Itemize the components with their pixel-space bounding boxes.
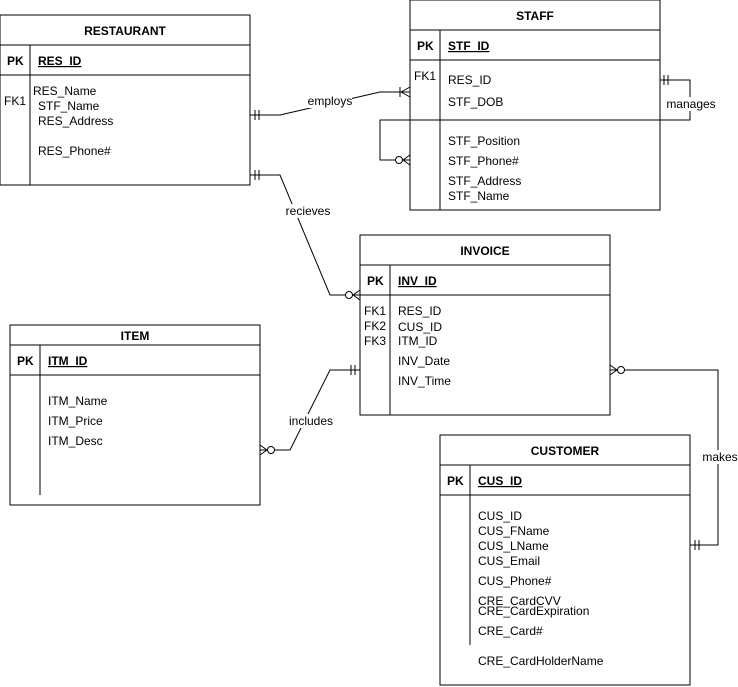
invoice-fk-label: FK1	[364, 304, 386, 318]
staff-attr: STF_Name	[448, 189, 510, 203]
makes-label: makes	[702, 450, 737, 464]
invoice-attr: ITM_ID	[398, 334, 438, 348]
item-attr: ITM_Name	[48, 394, 108, 408]
invoice-title: INVOICE	[460, 244, 509, 258]
entity-restaurant[interactable]: RESTAURANT PK RES_ID FK1 RES_Name STF_Na…	[0, 14, 251, 186]
entity-item[interactable]: ITEM PK ITM_ID ITM_Name ITM_Price ITM_De…	[9, 324, 261, 506]
item-attr: ITM_Desc	[48, 434, 103, 448]
item-pk-field: ITM_ID	[48, 354, 88, 368]
customer-pk-field: CUS_ID	[478, 474, 522, 488]
invoice-fk-label: FK2	[364, 319, 386, 333]
invoice-pk-field: INV_ID	[398, 274, 437, 288]
employs-label: employs	[308, 94, 353, 108]
relationship-makes: makes	[609, 364, 738, 550]
customer-attr: CRE_Card#	[478, 624, 543, 638]
customer-attr: CRE_CardCVV	[478, 594, 561, 608]
relationship-employs: employs	[250, 86, 411, 120]
invoice-pk-label: PK	[367, 274, 384, 288]
restaurant-attr: STF_Name	[38, 99, 100, 113]
staff-fk-label: FK1	[414, 69, 436, 83]
entity-customer[interactable]: CUSTOMER PK CUS_ID CUS_ID CUS_FName CUS_…	[439, 434, 691, 686]
customer-attr: CUS_LName	[478, 539, 549, 553]
restaurant-attr: RES_Address	[38, 114, 113, 128]
staff-attr: STF_DOB	[448, 95, 503, 109]
staff-attr: STF_Position	[448, 134, 520, 148]
customer-attr: CUS_Phone#	[478, 574, 552, 588]
customer-pk-label: PK	[447, 474, 464, 488]
restaurant-title: RESTAURANT	[84, 24, 166, 38]
restaurant-pk-field: RES_ID	[38, 54, 82, 68]
invoice-attr: INV_Date	[398, 354, 450, 368]
item-title: ITEM	[121, 329, 150, 343]
restaurant-attr: RES_Phone#	[38, 144, 111, 158]
invoice-attr: CUS_ID	[398, 320, 442, 334]
staff-attr: RES_ID	[448, 73, 492, 87]
entity-invoice[interactable]: INVOICE PK INV_ID FK1 FK2 FK3 RES_ID CUS…	[359, 234, 611, 416]
restaurant-attr: RES_Name	[33, 84, 97, 98]
customer-attr: CUS_FName	[478, 524, 550, 538]
restaurant-fk-label: FK1	[4, 94, 26, 108]
invoice-attr: INV_Time	[398, 374, 451, 388]
relationship-recieves: recieves	[250, 170, 361, 301]
includes-label: includes	[289, 414, 333, 428]
staff-title: STAFF	[516, 9, 554, 23]
relationship-includes: includes	[259, 365, 360, 456]
manages-label: manages	[666, 97, 715, 111]
entity-staff[interactable]: STAFF PK STF_ID FK1 RES_ID STF_DOB STF_P…	[409, 0, 661, 211]
customer-title: CUSTOMER	[531, 444, 600, 458]
customer-attr: CRE_CardHolderName	[478, 654, 604, 668]
item-attr: ITM_Price	[48, 414, 103, 428]
customer-attr: CUS_Email	[478, 554, 540, 568]
staff-pk-label: PK	[417, 39, 434, 53]
item-pk-label: PK	[17, 354, 34, 368]
customer-attr: CUS_ID	[478, 509, 522, 523]
recieves-label: recieves	[286, 204, 331, 218]
staff-attr: STF_Address	[448, 174, 521, 188]
staff-pk-field: STF_ID	[448, 39, 490, 53]
invoice-attr: RES_ID	[398, 304, 442, 318]
customer-attr: CRE_CardExpiration	[478, 604, 589, 618]
staff-attr: STF_Phone#	[448, 154, 519, 168]
invoice-fk-label: FK3	[364, 334, 386, 348]
restaurant-pk-label: PK	[7, 54, 24, 68]
